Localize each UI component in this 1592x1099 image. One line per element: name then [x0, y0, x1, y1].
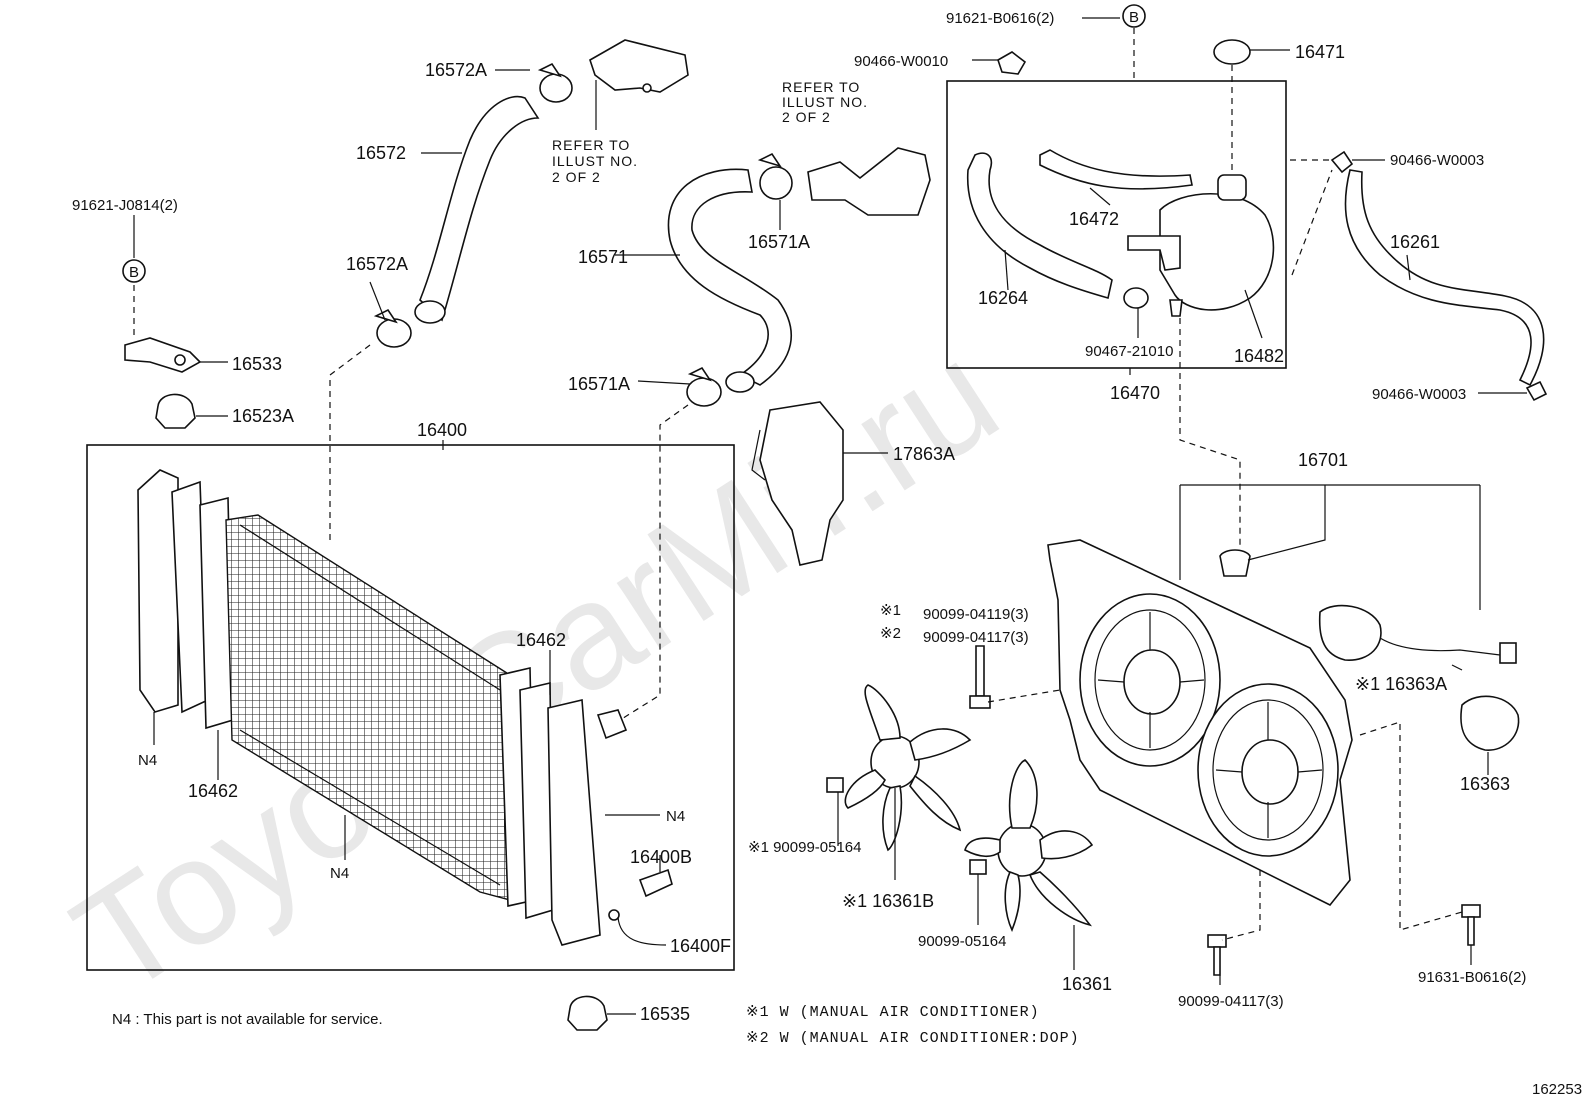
- ref-b-right: [1122, 4, 1146, 28]
- refer-note-1-line1: REFER TO: [552, 137, 630, 153]
- label-16571A-top: 16571A: [748, 232, 810, 252]
- label-90099-05164-mid: 90099-05164: [918, 933, 1006, 950]
- label-16482: 16482: [1234, 346, 1284, 366]
- label-16400B: 16400B: [630, 847, 692, 867]
- labels: 16572A 16572 REFER TO ILLUST NO. 2 OF 2 …: [72, 9, 1582, 1098]
- label-16264: 16264: [978, 288, 1028, 308]
- fan-16361B: [844, 684, 972, 852]
- fan-motor-16363: [1460, 695, 1520, 751]
- refer-note-1-line2: ILLUST NO.: [552, 153, 638, 169]
- label-16363A: ※1 16363A: [1355, 674, 1447, 694]
- clamp-16571A-top: [757, 152, 793, 200]
- leader-lines: [133, 17, 1527, 1015]
- refer-note-2-line3: 2 OF 2: [782, 109, 831, 125]
- reserve-tank-box: [946, 80, 1287, 369]
- label-16571: 16571: [578, 247, 628, 267]
- figure-id: 162253: [1532, 1081, 1582, 1098]
- label-n4-right: N4: [666, 808, 685, 825]
- fan-16361: [964, 759, 1094, 933]
- radiator-assembly-box: [86, 444, 735, 971]
- clamp-16571A-bottom: [686, 366, 722, 407]
- label-16523A: 16523A: [232, 406, 294, 426]
- label-90099-04117-top: 90099-04117(3): [923, 629, 1029, 646]
- label-16470: 16470: [1110, 383, 1160, 403]
- label-16471: 16471: [1295, 42, 1345, 62]
- label-91621-J0814: 91621-J0814(2): [72, 197, 178, 214]
- label-90467-21010: 90467-21010: [1085, 343, 1173, 360]
- hose-16261: [1344, 169, 1545, 387]
- hose-16264: [966, 152, 1113, 300]
- note-1: ※1 W (MANUAL AIR CONDITIONER): [746, 1004, 1040, 1021]
- label-90466-W0003-bottom: 90466-W0003: [1372, 386, 1466, 403]
- label-16571A-bottom: 16571A: [568, 374, 630, 394]
- refer-note-1-line3: 2 OF 2: [552, 169, 601, 185]
- cushion-16535: [567, 995, 608, 1031]
- label-n4-left: N4: [138, 752, 157, 769]
- water-outlet-top: [589, 39, 689, 93]
- label-16361B: ※1 16361B: [842, 891, 934, 911]
- clamp-90467-21010: [1123, 287, 1149, 309]
- clamp-90466-W0010: [997, 51, 1027, 75]
- label-16572A-top: 16572A: [425, 60, 487, 80]
- label-16400: 16400: [417, 420, 467, 440]
- label-b-right: B: [1129, 9, 1139, 26]
- label-b-left: B: [129, 264, 139, 281]
- bracket-16533: [124, 337, 202, 373]
- label-16363: 16363: [1460, 774, 1510, 794]
- fan-motor-16363A: [1318, 604, 1517, 664]
- label-90099-05164-left: ※1 90099-05164: [748, 839, 862, 856]
- note-n4: N4 : This part is not available for serv…: [112, 1011, 383, 1028]
- label-16462-left: 16462: [188, 781, 238, 801]
- label-16572A-mid: 16572A: [346, 254, 408, 274]
- clamp-16572A-top: [537, 62, 573, 103]
- label-16701: 16701: [1298, 450, 1348, 470]
- refer-note-2-line1: REFER TO: [782, 79, 860, 95]
- ref-b-left: [122, 259, 146, 283]
- label-90099-04119: 90099-04119(3): [923, 606, 1029, 623]
- clamp-16572A-mid: [373, 308, 412, 348]
- bolt-90099-04119: [969, 645, 991, 709]
- label-90466-W0003-top: 90466-W0003: [1390, 152, 1484, 169]
- bolt-91631-B0616: [1461, 904, 1481, 946]
- reserve-tank: [1159, 192, 1275, 311]
- bolt-90099-04117-bottom: [1207, 934, 1227, 976]
- label-16400F: 16400F: [670, 936, 731, 956]
- label-16535: 16535: [640, 1004, 690, 1024]
- label-16472: 16472: [1069, 209, 1119, 229]
- cushion-16523A: [155, 393, 196, 429]
- air-guide: [759, 401, 844, 566]
- label-91621-B0616: 91621-B0616(2): [946, 10, 1054, 27]
- grommet-16701: [1219, 549, 1251, 577]
- label-90466-W0010: 90466-W0010: [854, 53, 948, 70]
- label-16533: 16533: [232, 354, 282, 374]
- reserve-tank-cap: [1213, 39, 1251, 65]
- label-16361: 16361: [1062, 974, 1112, 994]
- mark-2-top: ※2: [880, 625, 901, 642]
- label-91631-B0616: 91631-B0616(2): [1418, 969, 1526, 986]
- hose-16472: [1039, 149, 1193, 190]
- label-16261: 16261: [1390, 232, 1440, 252]
- mark-1-top: ※1: [880, 602, 901, 619]
- label-90099-04117-bottom: 90099-04117(3): [1178, 993, 1284, 1010]
- note-2: ※2 W (MANUAL AIR CONDITIONER:DOP): [746, 1030, 1080, 1047]
- label-n4-bottom: N4: [330, 865, 349, 882]
- nut-90099-05164-mid: [969, 859, 987, 875]
- label-16572: 16572: [356, 143, 406, 163]
- label-17863A: 17863A: [893, 444, 955, 464]
- upper-radiator-hose: [419, 95, 540, 322]
- refer-note-2-line2: ILLUST NO.: [782, 94, 868, 110]
- radiator: [137, 469, 673, 946]
- nut-90099-05164-left: [826, 777, 844, 793]
- label-16462-right: 16462: [516, 630, 566, 650]
- lower-radiator-hose: [667, 168, 792, 386]
- water-inlet: [807, 147, 931, 216]
